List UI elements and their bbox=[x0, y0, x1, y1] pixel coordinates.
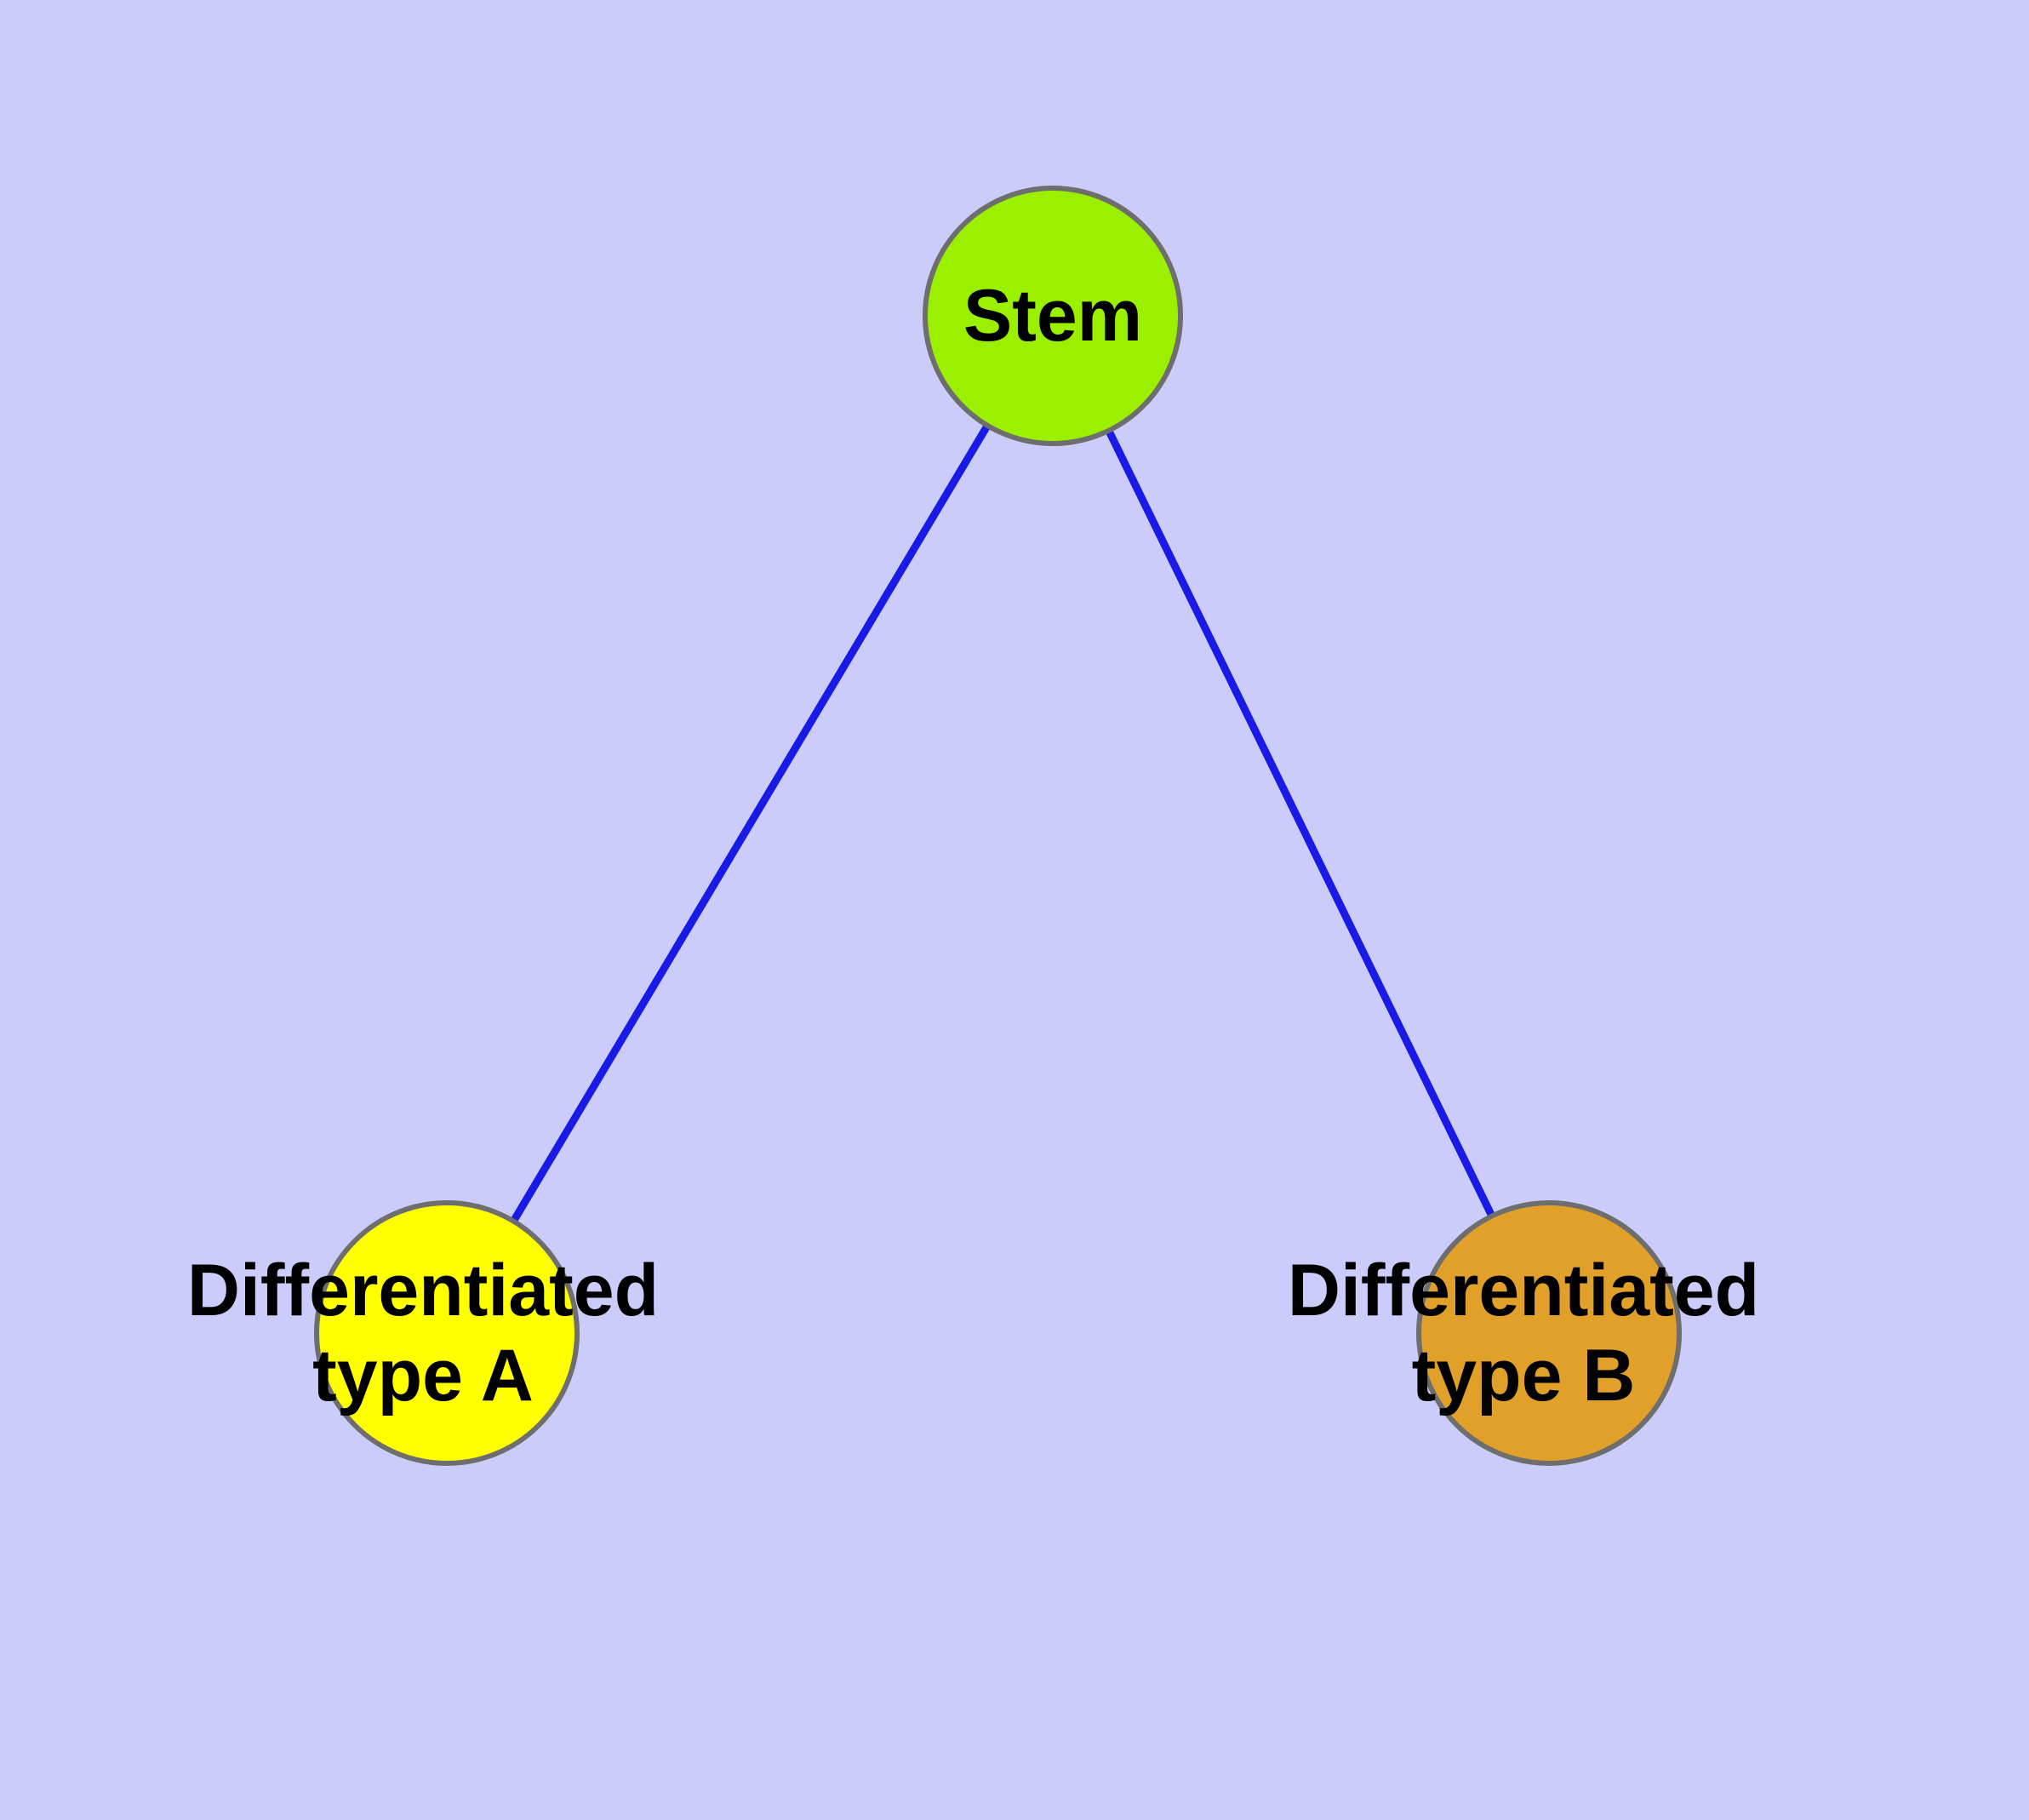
graph-node-diff-a[interactable] bbox=[314, 1200, 580, 1466]
nodes-group bbox=[314, 186, 1682, 1466]
edges-group bbox=[443, 313, 1553, 1336]
node-label-stem: Stem bbox=[963, 275, 1142, 357]
node-label-line: Differentiated bbox=[187, 1250, 659, 1331]
graph-node-diff-b[interactable] bbox=[1416, 1200, 1682, 1466]
node-label-line: type B bbox=[1412, 1335, 1636, 1417]
graph-node-stem[interactable] bbox=[923, 186, 1183, 446]
node-label-line: Stem bbox=[963, 275, 1142, 357]
graph-edge-stem-to-diff-a[interactable] bbox=[443, 313, 1056, 1336]
node-label-line: Differentiated bbox=[1288, 1250, 1759, 1331]
node-label-line: type A bbox=[312, 1335, 534, 1417]
graph-edge-stem-to-diff-b[interactable] bbox=[1049, 314, 1553, 1335]
